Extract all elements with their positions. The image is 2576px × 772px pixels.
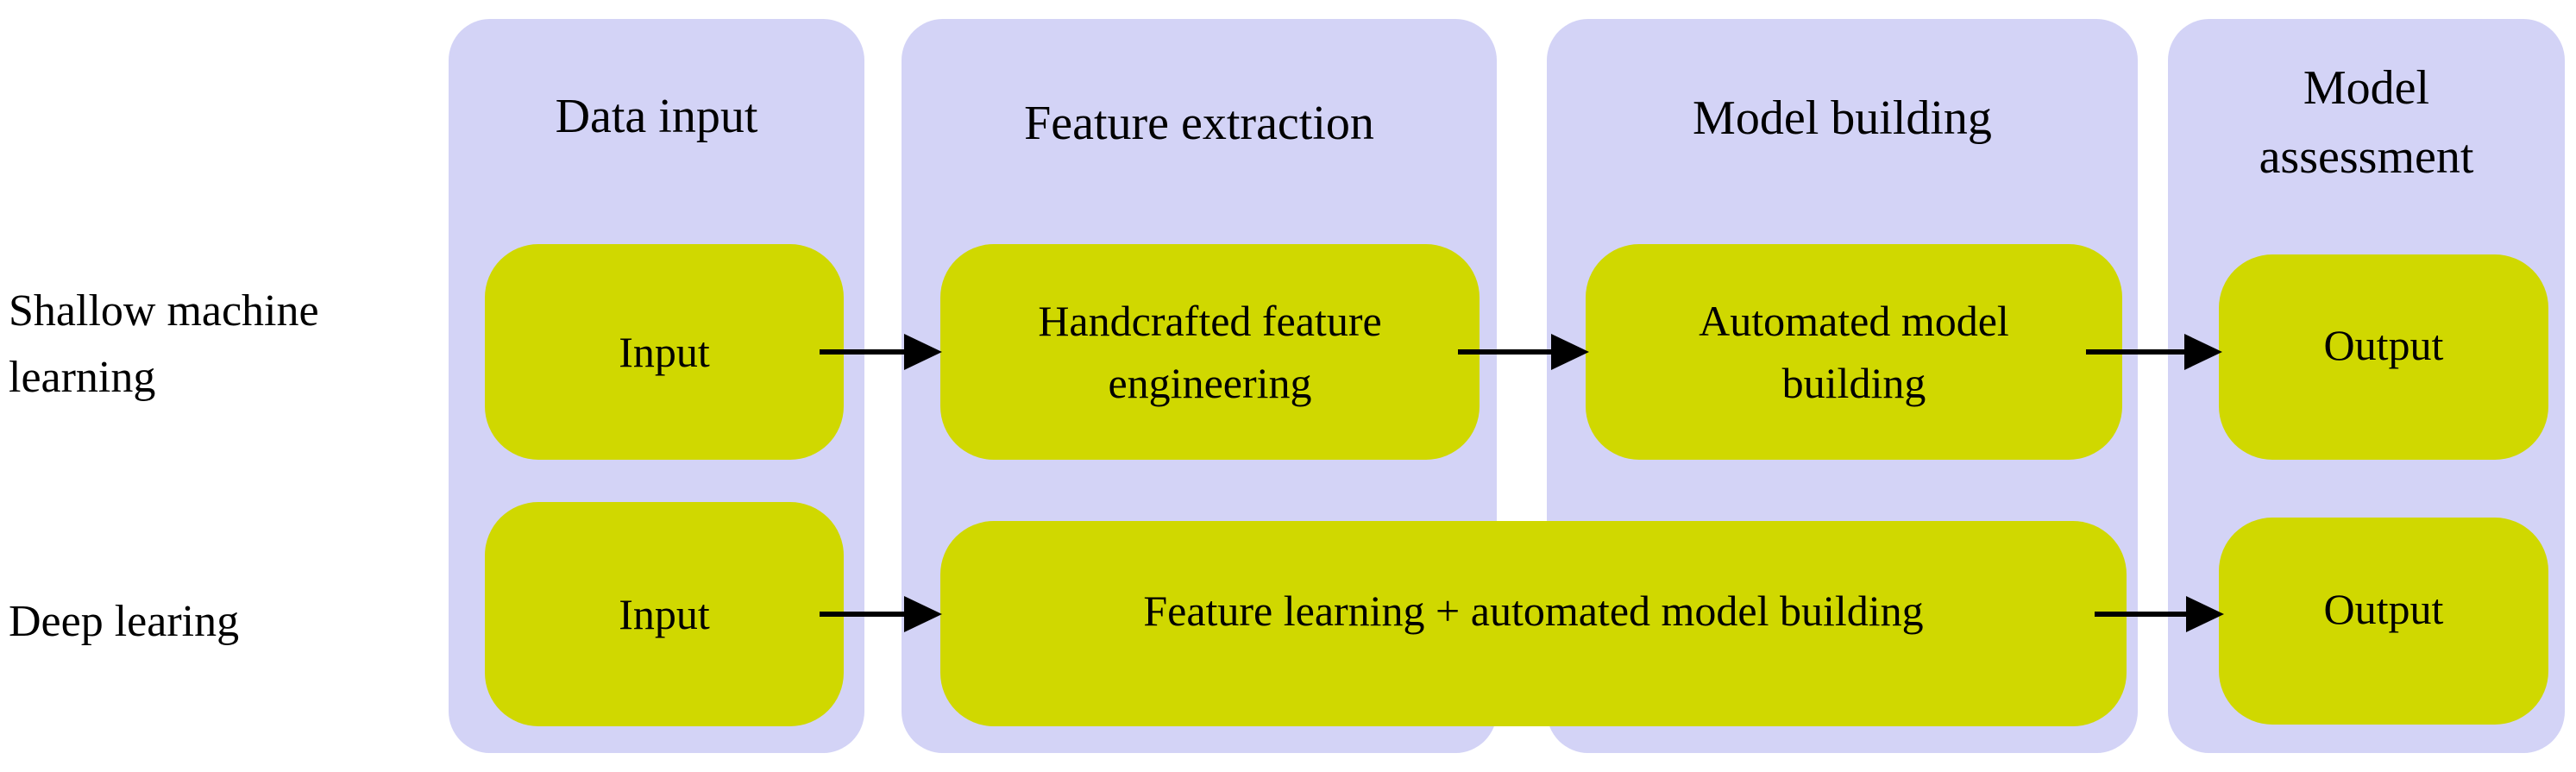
arrowhead-right-icon bbox=[2184, 334, 2222, 370]
box-feature-learning-plus-automated-model-building: Feature learning + automated model build… bbox=[940, 521, 2127, 726]
arrow-shallow-input-to-feature bbox=[820, 334, 942, 370]
arrow-shallow-model-to-output bbox=[2086, 334, 2222, 370]
arrowhead-right-icon bbox=[1551, 334, 1589, 370]
box-shallow-input: Input bbox=[485, 244, 844, 460]
column-header-model-building: Model building bbox=[1693, 91, 1992, 145]
arrow-line bbox=[2086, 349, 2188, 355]
arrowhead-right-icon bbox=[904, 596, 942, 632]
arrowhead-right-icon bbox=[904, 334, 942, 370]
arrow-deep-combined-to-output bbox=[2095, 596, 2224, 632]
box-automated-model-building: Automated model building bbox=[1586, 244, 2122, 460]
column-header-data-input: Data input bbox=[555, 90, 758, 143]
arrowhead-right-icon bbox=[2186, 596, 2224, 632]
arrow-deep-input-to-combined bbox=[820, 596, 942, 632]
arrow-line bbox=[1458, 349, 1555, 355]
row-label-deep-learning: Deep learing bbox=[9, 597, 240, 646]
arrow-line bbox=[820, 349, 908, 355]
box-deep-input: Input bbox=[485, 502, 844, 726]
box-shallow-output: Output bbox=[2219, 254, 2548, 460]
box-deep-output: Output bbox=[2219, 518, 2548, 725]
arrow-line bbox=[2095, 612, 2190, 617]
column-header-feature-extraction: Feature extraction bbox=[1024, 97, 1374, 150]
column-header-model-assessment: Model assessment bbox=[2259, 61, 2474, 184]
arrow-line bbox=[820, 612, 908, 617]
box-handcrafted-feature-engineering: Handcrafted feature engineering bbox=[940, 244, 1480, 460]
arrow-shallow-feature-to-model bbox=[1458, 334, 1589, 370]
row-label-shallow-machine-learning: Shallow machine learning bbox=[9, 286, 319, 402]
